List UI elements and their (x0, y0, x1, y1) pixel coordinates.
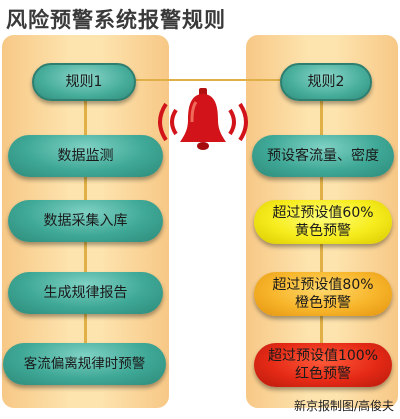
rule-connector-line (128, 79, 288, 81)
red-alert-label: 红色预警 (295, 366, 351, 382)
diagram-title: 风险预警系统报警规则 (6, 7, 226, 32)
orange-alert-label: 橙色预警 (295, 295, 351, 311)
rule2-header: 规则2 (280, 63, 372, 101)
rule1-step-monitor: 数据监测 (8, 135, 163, 177)
orange-threshold: 超过预设值80% (272, 277, 374, 293)
rule1-header: 规则1 (32, 63, 136, 101)
rule2-level-yellow: 超过预设值60% 黄色预警 (254, 200, 392, 244)
red-threshold: 超过预设值100% (267, 348, 379, 364)
rule1-step-report: 生成规律报告 (8, 272, 163, 314)
rule1-step-alert: 客流偏离规律时预警 (3, 343, 166, 385)
rule2-level-orange: 超过预设值80% 橙色预警 (254, 272, 392, 316)
bell-icon (148, 82, 258, 166)
rule2-preset: 预设客流量、密度 (252, 135, 394, 177)
yellow-threshold: 超过预设值60% (272, 205, 374, 221)
image-credit: 新京报制图/高俊夫 (293, 399, 394, 413)
yellow-alert-label: 黄色预警 (295, 223, 351, 239)
rule1-step-collect: 数据采集入库 (8, 200, 163, 242)
rule2-level-red: 超过预设值100% 红色预警 (254, 343, 392, 387)
